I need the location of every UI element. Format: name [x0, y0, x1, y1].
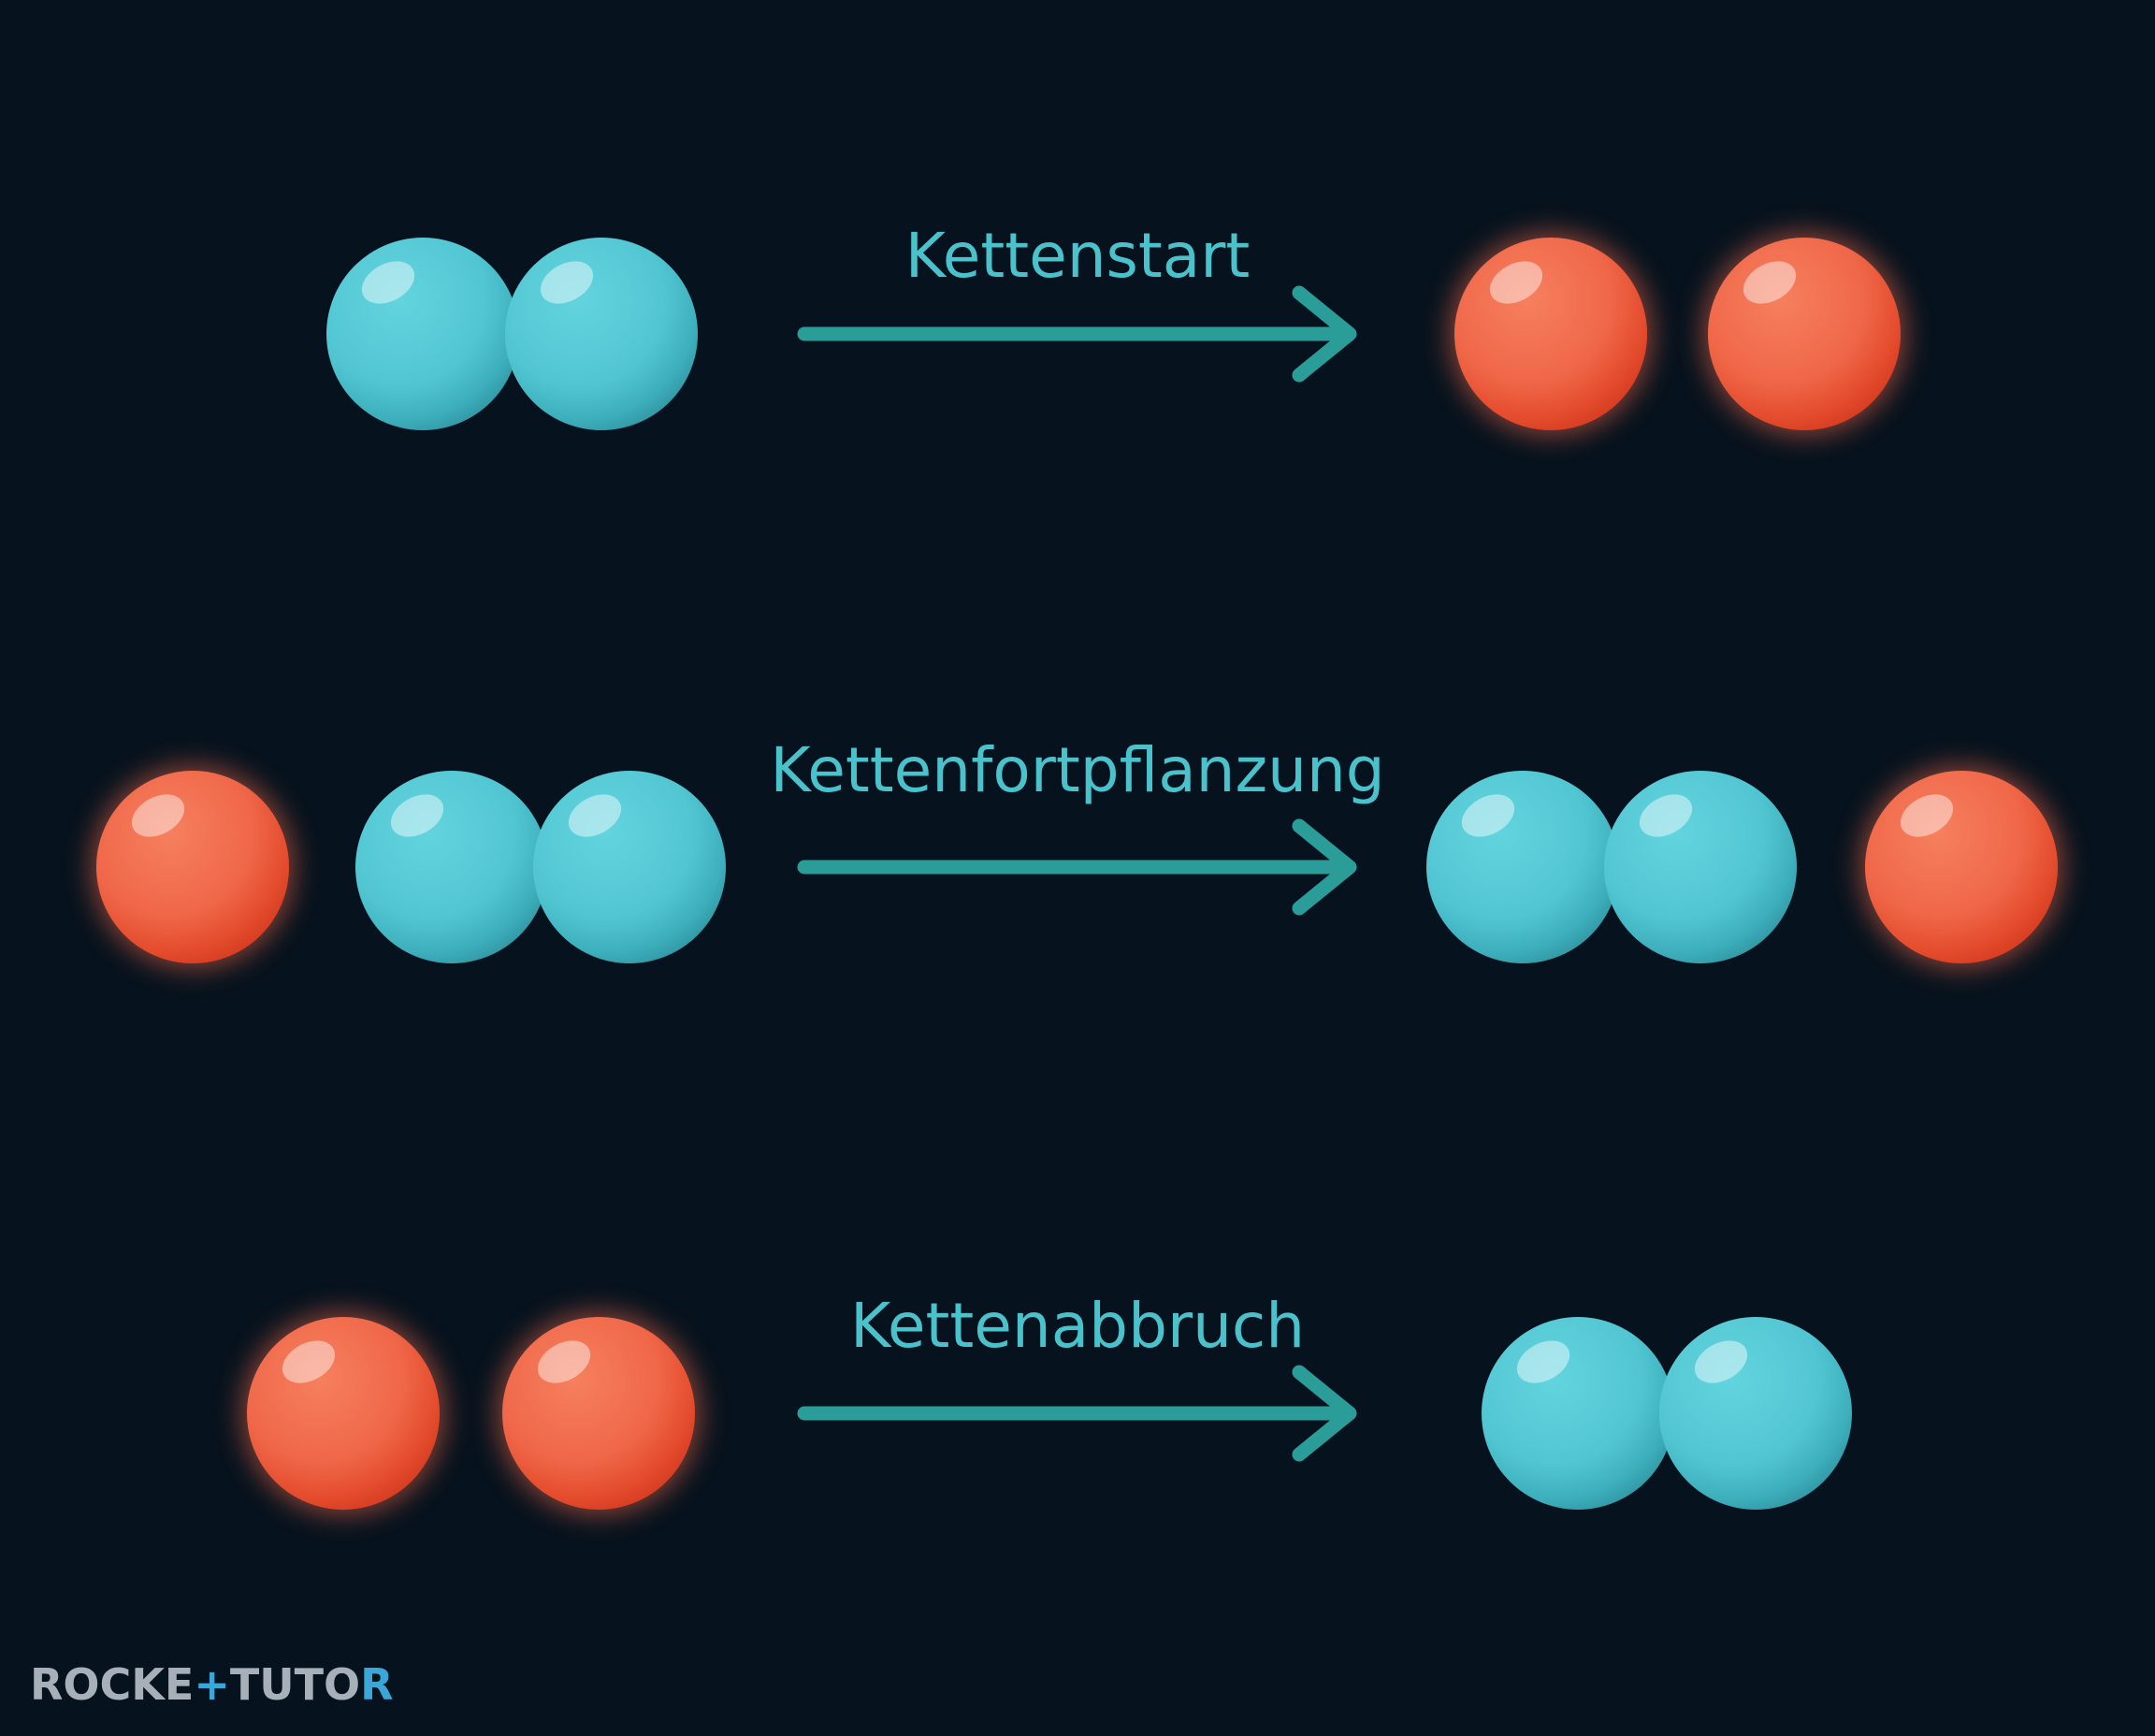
radical-atom-1 — [1859, 765, 2063, 969]
molecule-atom-1 — [1482, 1317, 1674, 1510]
reactant-molecule — [355, 771, 726, 963]
reaction-step-3: Kettenabbruch — [241, 1290, 1852, 1515]
brand-logo-middle: TUTO — [230, 1659, 360, 1710]
reaction-arrow — [797, 285, 1357, 383]
reactant-radical — [241, 1311, 445, 1515]
reactant-radical — [497, 1311, 701, 1515]
step-label: Kettenabbruch — [850, 1290, 1305, 1362]
product-molecule — [1482, 1317, 1852, 1510]
radical-atom-1 — [497, 1311, 701, 1515]
brand-logo: ROCKE+TUTOR — [30, 1659, 394, 1710]
product-radical — [1859, 765, 2063, 969]
reactant-radical — [91, 765, 295, 969]
brand-logo-right: R — [360, 1659, 393, 1710]
radical-atom-1 — [1702, 232, 1906, 436]
svg-text:ROCKE+TUTOR: ROCKE+TUTOR — [30, 1659, 394, 1710]
reaction-step-1: Kettenstart — [326, 220, 1906, 436]
brand-logo-plus: + — [194, 1659, 230, 1710]
molecule-atom-2 — [1659, 1317, 1852, 1510]
radical-atom-1 — [91, 765, 295, 969]
molecule-atom-2 — [505, 238, 698, 430]
radical-atom-1 — [1449, 232, 1653, 436]
product-radical — [1702, 232, 1906, 436]
molecule-atom-1 — [355, 771, 548, 963]
step-label: Kettenfortpflanzung — [770, 734, 1384, 806]
reaction-steps: KettenstartKettenfortpflanzungKettenabbr… — [91, 220, 2063, 1515]
molecule-atom-2 — [1604, 771, 1797, 963]
reaction-arrow — [797, 818, 1357, 916]
molecule-atom-1 — [1426, 771, 1619, 963]
reaction-step-2: Kettenfortpflanzung — [91, 734, 2063, 969]
brand-logo-left: ROCKE — [30, 1659, 194, 1710]
reactant-molecule — [326, 238, 698, 430]
product-molecule — [1426, 771, 1797, 963]
step-label: Kettenstart — [905, 220, 1251, 292]
molecule-atom-1 — [326, 238, 519, 430]
radical-atom-1 — [241, 1311, 445, 1515]
molecule-atom-2 — [533, 771, 726, 963]
reaction-arrow — [797, 1365, 1357, 1462]
product-radical — [1449, 232, 1653, 436]
